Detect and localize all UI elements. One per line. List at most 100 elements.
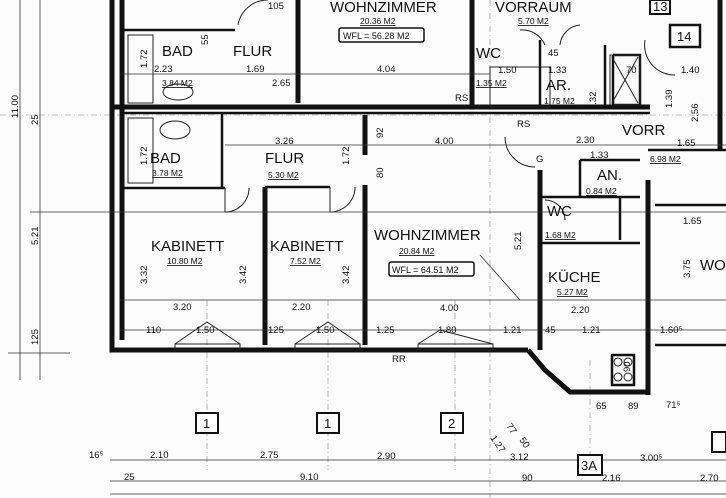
room-area: 5.27 M2 — [557, 287, 588, 297]
room-name: KABINETT — [151, 238, 224, 255]
dim: 1.40 — [681, 65, 700, 76]
windows — [174, 321, 494, 351]
room-name: AR. — [546, 77, 571, 94]
dim: 2.20 — [292, 302, 311, 313]
dim: 1.50 — [196, 325, 215, 336]
dim: 2.30 — [576, 135, 595, 146]
dim: RS — [517, 119, 530, 130]
dim: 3.32 — [139, 266, 150, 285]
dim: 1.21 — [503, 325, 522, 336]
marker-label: 2 — [448, 416, 455, 431]
dim: 3.12 — [510, 452, 529, 463]
dim: 5.21 — [513, 232, 524, 251]
dim: 2.56 — [690, 104, 701, 123]
dim: 3.42 — [238, 266, 249, 285]
dim: 70 — [626, 65, 637, 76]
dim: 55 — [200, 34, 211, 45]
room-name: BAD — [162, 43, 193, 60]
dim: 2.65 — [272, 78, 291, 89]
dim: 1.65 — [677, 138, 696, 149]
dim: 50 — [517, 435, 532, 450]
dim: 25 — [124, 472, 135, 483]
room-name: FLUR — [265, 150, 304, 167]
marker-label: 1 — [324, 416, 331, 431]
dim: 5.21 — [30, 227, 41, 246]
room-area: 6.98 M2 — [650, 154, 681, 164]
room-name: FLUR — [233, 43, 272, 60]
dim: 16⁵ — [89, 450, 104, 461]
dim: 105 — [268, 1, 284, 12]
dim: 1.25 — [376, 325, 395, 336]
dim: 2.16 — [602, 473, 621, 484]
dim: RS — [455, 93, 468, 104]
dim: 1.21 — [582, 325, 601, 336]
room-area: 1.68 M2 — [545, 230, 576, 240]
room-name: AN. — [597, 167, 622, 184]
dim: 125 — [268, 325, 284, 336]
walls — [109, 0, 726, 395]
dim: 1.27 — [488, 433, 508, 454]
dim: 1.72 — [139, 50, 150, 69]
dim: 1.72 — [341, 147, 352, 166]
dim: 3.42 — [341, 266, 352, 285]
room-area: 1.35 M2 — [476, 78, 507, 88]
dim: 92 — [375, 127, 386, 138]
window-markers: 1 1 2 3A 14 13 — [195, 0, 726, 476]
dim: 1.33 — [590, 150, 609, 161]
dim: 2.75 — [260, 450, 279, 461]
dim: 110 — [146, 325, 161, 336]
dim: 45 — [548, 48, 559, 59]
dim: 90 — [522, 473, 533, 484]
wfl-label: WFL = 56.28 M2 — [343, 31, 409, 41]
room-area: 20.84 M2 — [399, 246, 435, 256]
dim: 25 — [30, 114, 41, 125]
dim: 2.20 — [571, 305, 590, 316]
dim: 3.00⁵ — [640, 453, 662, 464]
room-area: 7.52 M2 — [290, 256, 321, 266]
room-name: WO — [700, 257, 726, 274]
dim: 2.23 — [154, 64, 173, 75]
dim: 2.10 — [150, 450, 169, 461]
dim: 1.32 — [588, 92, 599, 111]
room-name: WC — [547, 203, 572, 220]
dim: 9.10 — [300, 472, 319, 483]
dimension-lines — [8, 0, 726, 495]
room-name: BAD — [150, 150, 181, 167]
dim: 77 — [504, 421, 519, 436]
room-name: WC — [476, 45, 501, 62]
dim: 89 — [628, 401, 639, 412]
marker-label: 13 — [653, 0, 667, 14]
dim: 4.00 — [435, 136, 454, 147]
room-area: 5.30 M2 — [268, 170, 299, 180]
room-name: WOHNZIMMER — [330, 0, 437, 16]
room-area: 3.84 M2 — [162, 78, 193, 88]
dim: 80 — [375, 167, 386, 178]
room-area: 0.84 M2 — [586, 186, 617, 196]
marker-label: 1 — [203, 416, 210, 431]
wfl-label: WFL = 64.51 M2 — [392, 265, 458, 275]
room-name: WOHNZIMMER — [374, 227, 481, 244]
room-area: 1.75 M2 — [544, 96, 575, 106]
dim: 1.72 — [139, 147, 150, 166]
dim: G — [536, 154, 543, 165]
room-name: VORR — [622, 122, 666, 139]
dim: 3.26 — [275, 136, 294, 147]
dim: 1.50 — [498, 65, 517, 76]
room-name: KÜCHE — [548, 268, 601, 286]
wfl-boxes: WFL = 56.28 M2 WFL = 64.51 M2 — [338, 27, 475, 277]
dim: 11.00 — [10, 95, 21, 118]
dim: 1.69 — [246, 64, 265, 75]
dim: 65 — [596, 401, 607, 412]
room-labels: BAD 3.84 M2 FLUR WOHNZIMMER 20.36 M2 VOR… — [150, 0, 726, 297]
dim: 3.20 — [173, 302, 192, 313]
dim: 3.75 — [682, 260, 693, 279]
dim: 1.80 — [438, 325, 457, 336]
dim: 71⁵ — [666, 400, 681, 411]
dimension-labels: 1.72 2.23 55 1.69 2.65 4.04 1.72 3.26 4.… — [10, 1, 719, 484]
dim: 4.00 — [440, 303, 459, 314]
dim: RR — [392, 354, 406, 365]
dim: 90 — [622, 361, 633, 372]
dim: 1.65 — [683, 216, 702, 227]
dim: 1.33 — [548, 65, 567, 76]
